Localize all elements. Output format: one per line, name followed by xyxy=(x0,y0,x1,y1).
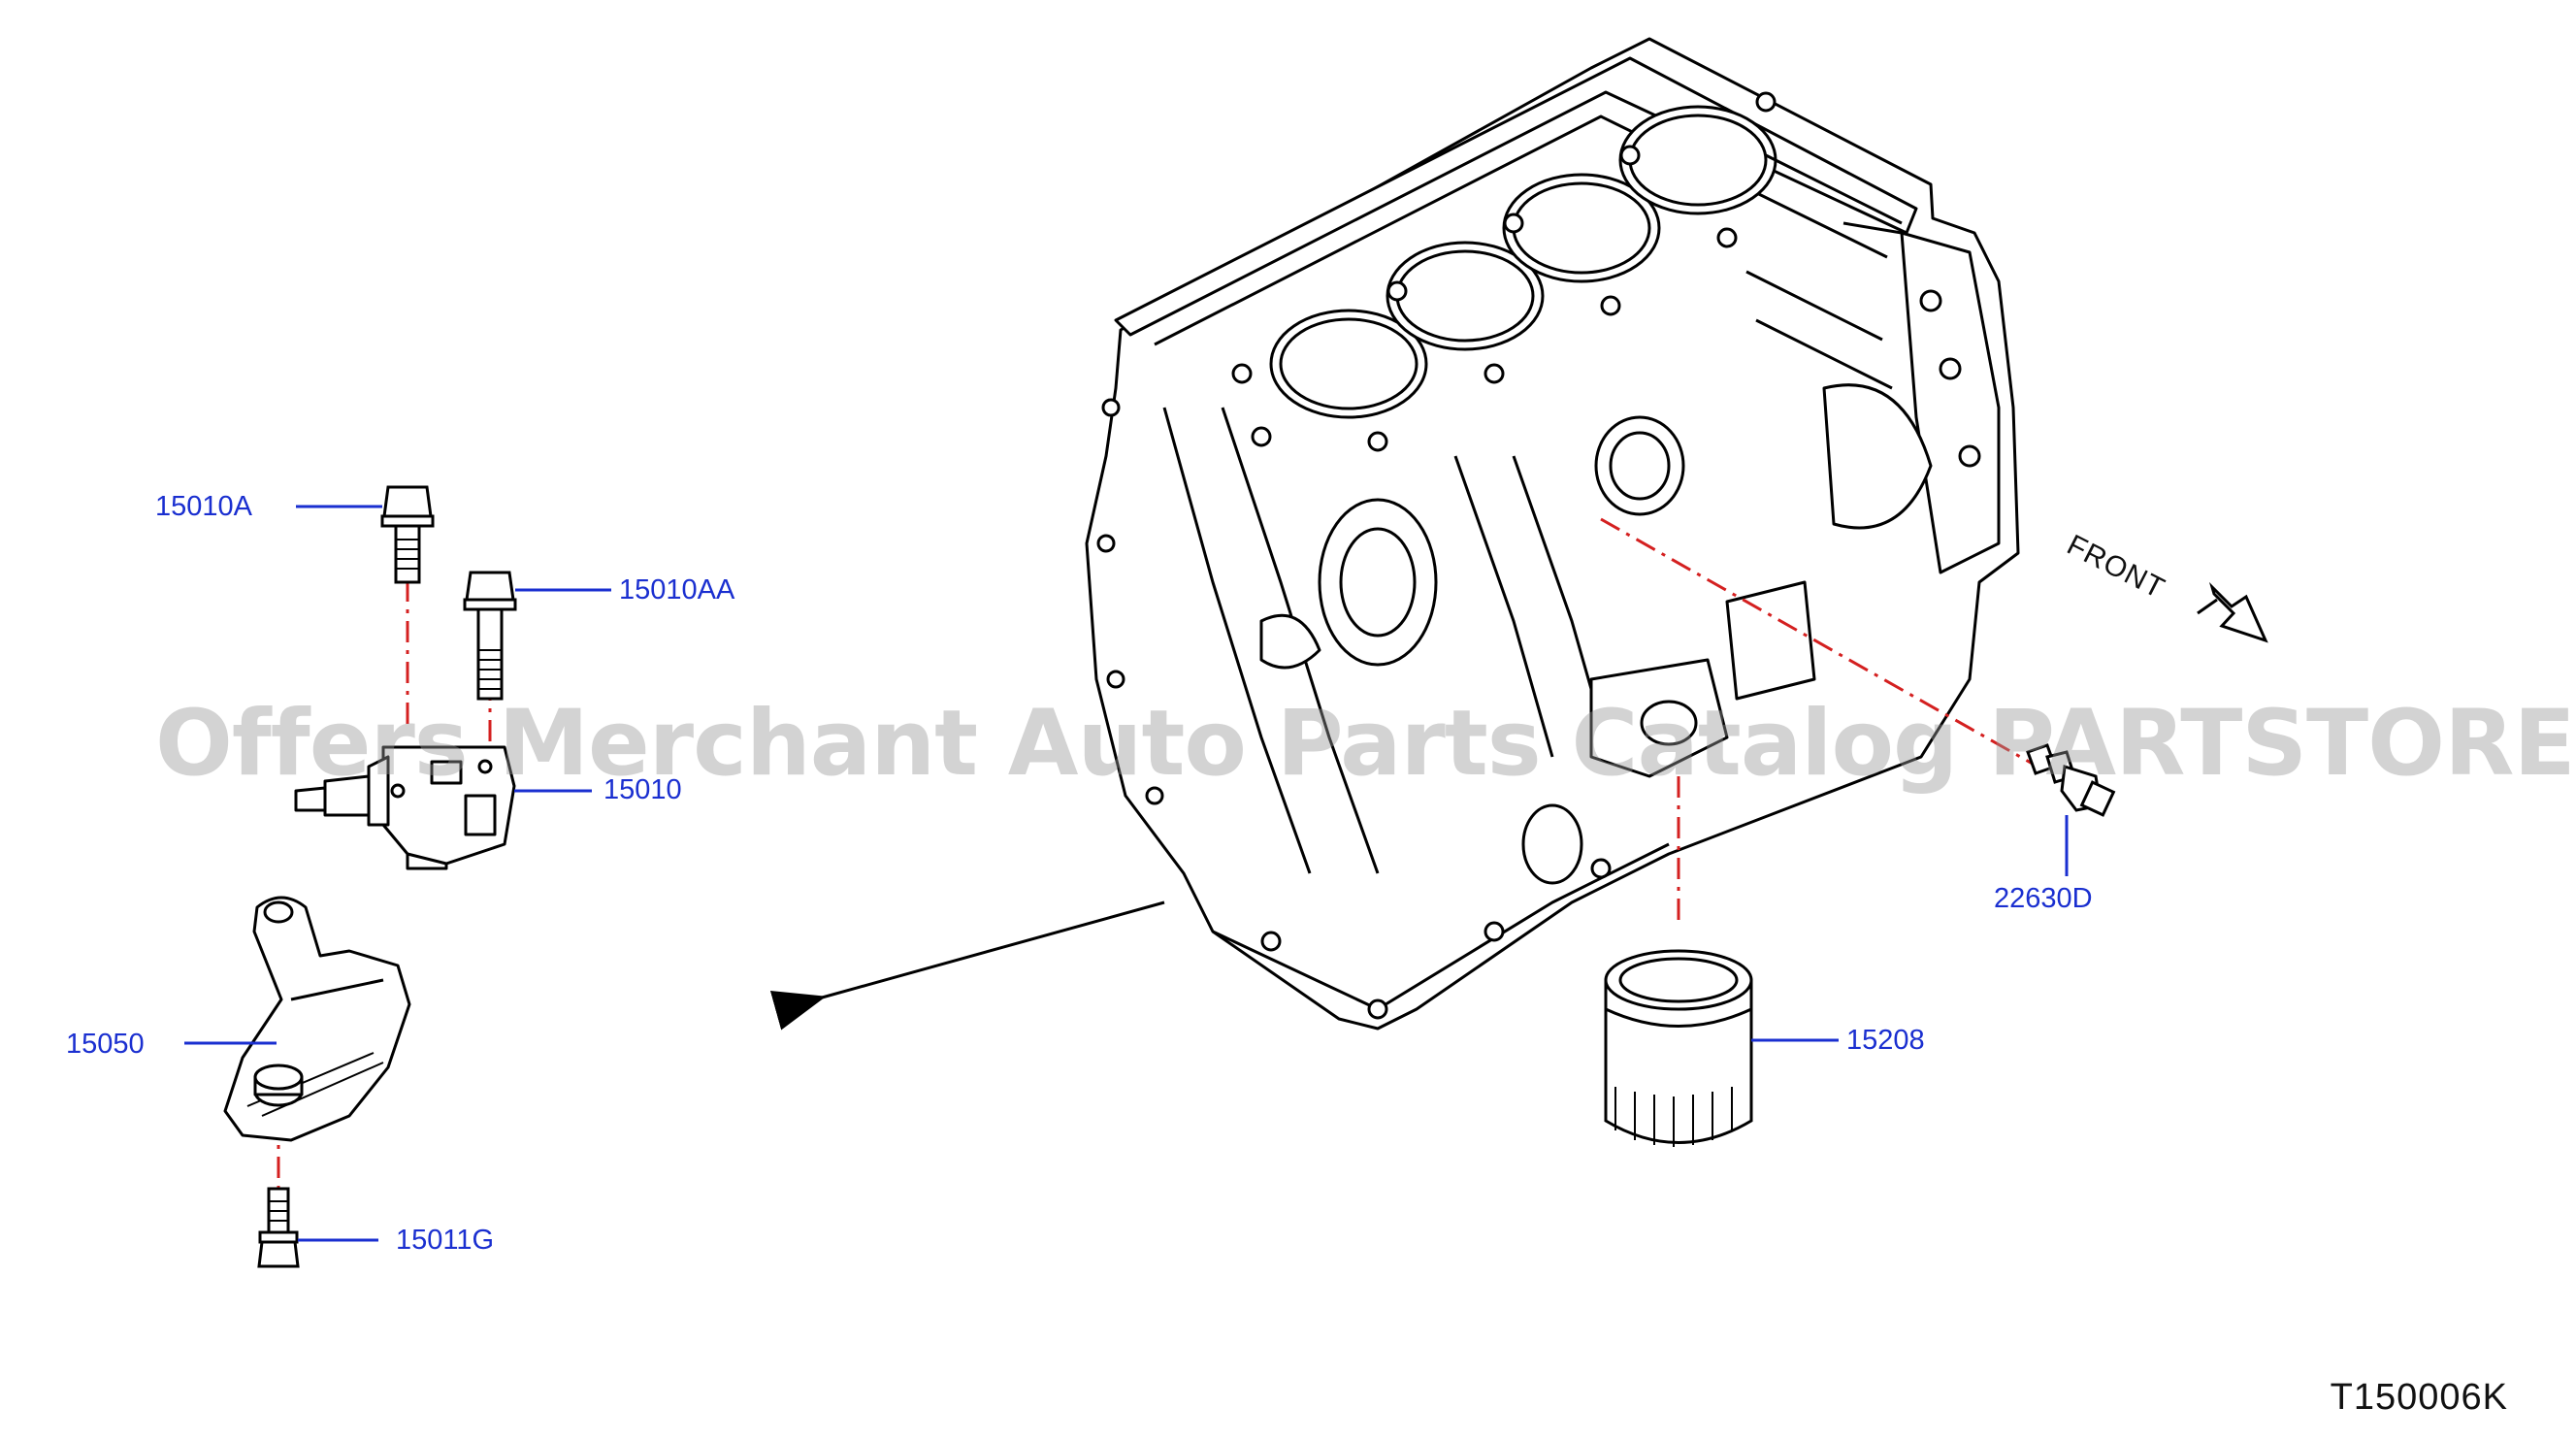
oil-pressure-sensor-22630d xyxy=(2026,743,2116,817)
bolt-15011g xyxy=(257,1187,300,1268)
bolt-15010aa xyxy=(463,571,517,701)
water-outlet-boss xyxy=(1318,498,1438,667)
figure-code: T150006K xyxy=(2330,1377,2508,1418)
front-direction-arrow xyxy=(2197,581,2268,643)
callout-15011g: 15011G xyxy=(396,1225,495,1256)
cylinder-bore-1 xyxy=(1269,309,1428,419)
callout-22630d: 22630D xyxy=(1994,883,2093,914)
block-orientation-arrow xyxy=(769,900,1165,1031)
oil-gallery-boss xyxy=(1594,415,1685,516)
cylinder-bore-3 xyxy=(1502,173,1661,283)
bolt-15010a xyxy=(380,485,435,584)
watermark: Offers Merchant Auto Parts Catalog PARTS… xyxy=(155,691,2576,797)
callout-15050: 15050 xyxy=(66,1029,145,1060)
oil-filter-mount xyxy=(1589,658,1729,778)
callout-15010a: 15010A xyxy=(155,491,252,522)
callout-15208: 15208 xyxy=(1846,1025,1925,1056)
cylinder-bore-4 xyxy=(1618,105,1777,215)
leader-lines xyxy=(184,505,2069,1242)
cylinder-bore-2 xyxy=(1386,241,1545,351)
oil-filter-15208 xyxy=(1604,949,1753,1147)
oil-pump-15010 xyxy=(294,745,516,870)
engine-block xyxy=(1085,37,2020,1031)
callout-15010: 15010 xyxy=(603,774,682,805)
callout-15010aa: 15010AA xyxy=(619,574,735,605)
oil-strainer-15050 xyxy=(223,896,411,1142)
